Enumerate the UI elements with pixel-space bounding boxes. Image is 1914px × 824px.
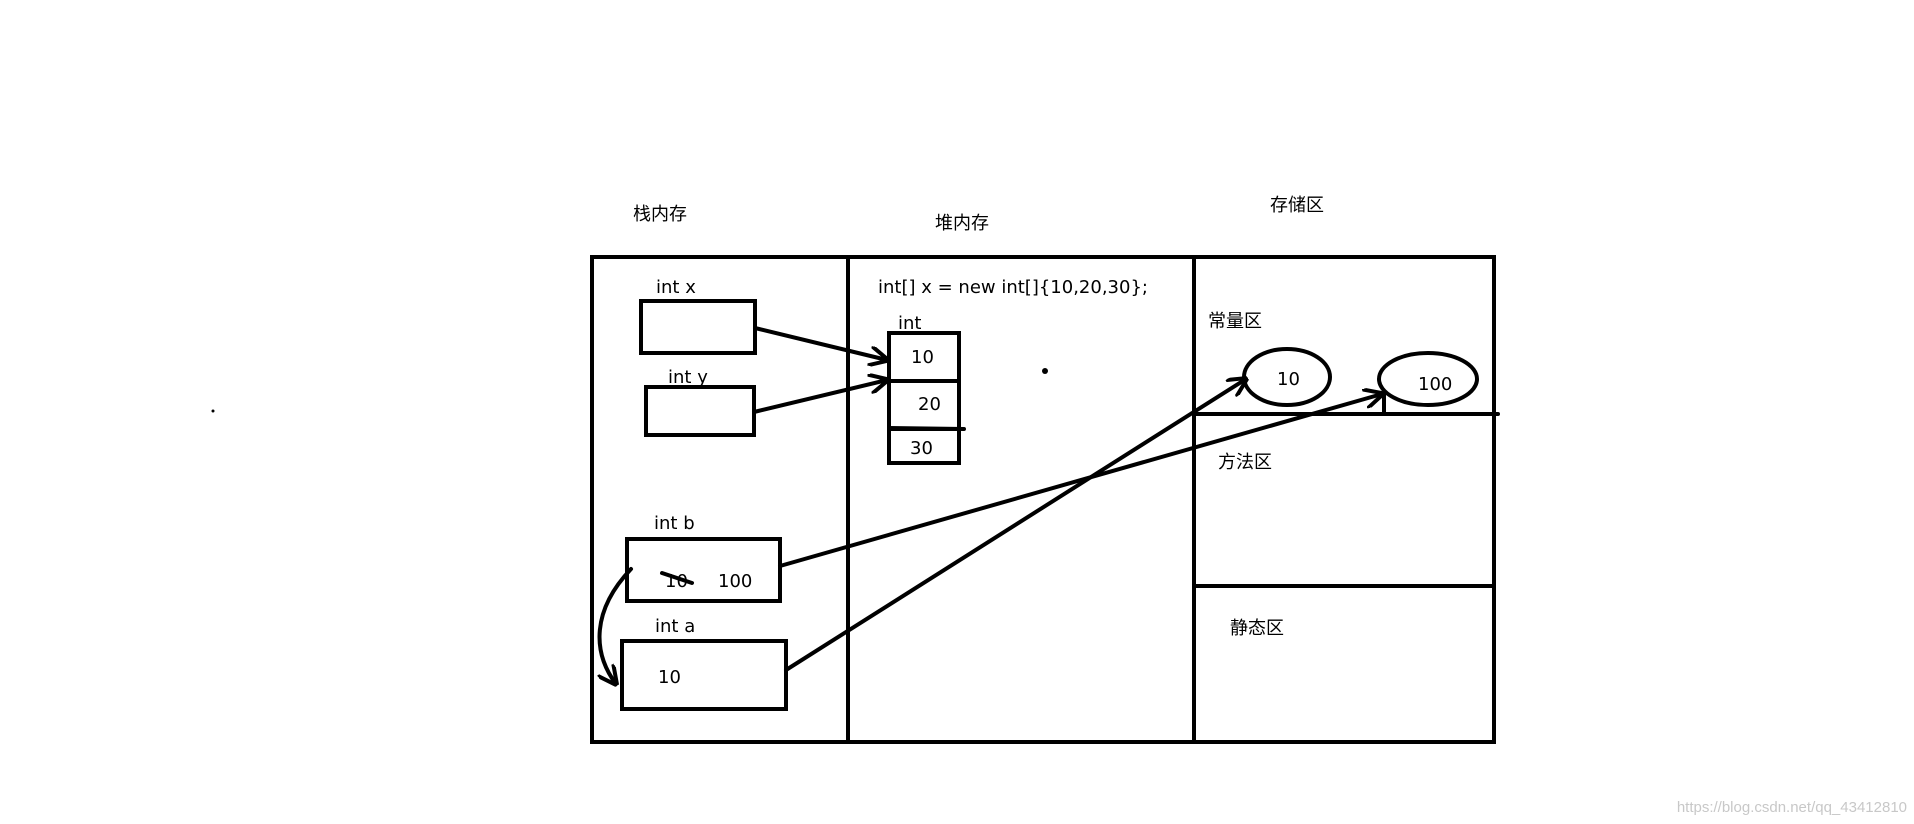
memory-frame <box>590 255 1496 744</box>
heap-region-label: 堆内存 <box>935 213 989 234</box>
arrow-b-to-a <box>600 567 633 684</box>
constant-100-ellipse <box>1377 351 1479 407</box>
watermark: https://blog.csdn.net/qq_43412810 <box>1677 799 1907 816</box>
arrow-y-to-array <box>752 380 887 414</box>
array-cell-stroke <box>887 426 966 431</box>
storage-region-label: 存储区 <box>1270 195 1324 216</box>
array-cell-1-value: 20 <box>918 394 941 415</box>
array-cell-2-value: 30 <box>910 438 933 459</box>
var-x-label: int x <box>656 277 696 298</box>
var-x-box <box>639 299 757 355</box>
var-b-box <box>625 537 782 603</box>
var-a-label: int a <box>655 616 695 637</box>
var-y-box <box>644 385 756 437</box>
constant-10-value: 10 <box>1277 369 1300 390</box>
arrow-x-to-array <box>753 326 887 360</box>
stray-dot <box>1042 368 1048 374</box>
constant-100-value: 100 <box>1418 374 1452 395</box>
arrow-a-to-constant-10 <box>784 379 1246 672</box>
arrow-b-to-constant-100 <box>778 394 1382 568</box>
array-declaration-code: int[] x = new int[]{10,20,30}; <box>878 277 1148 298</box>
var-y-label: int y <box>668 367 708 388</box>
static-area-label: 静态区 <box>1230 618 1284 639</box>
var-b-strikethrough <box>660 571 694 585</box>
var-a-value: 10 <box>658 667 681 688</box>
array-type-label: int <box>898 313 921 334</box>
stack-region-label: 栈内存 <box>633 204 687 225</box>
array-cell-0-value: 10 <box>911 347 934 368</box>
var-b-value: 100 <box>718 571 752 592</box>
var-b-label: int b <box>654 513 695 534</box>
constant-area-label: 常量区 <box>1208 311 1262 332</box>
var-a-box <box>620 639 788 711</box>
margin-dot <box>211 409 215 413</box>
method-area-label: 方法区 <box>1218 452 1272 473</box>
